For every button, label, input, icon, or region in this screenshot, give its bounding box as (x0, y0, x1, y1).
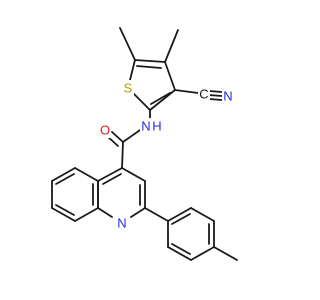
methyl-bond (119, 27, 136, 61)
bond (150, 92, 171, 105)
nitrile-triple-3 (208, 98, 223, 101)
bond (74, 207, 99, 222)
bond (97, 167, 123, 182)
aryl-link (144, 207, 169, 222)
bond (171, 243, 191, 255)
atom-amide-nitrogen-label: N (141, 119, 150, 134)
bond (102, 173, 122, 185)
bond (190, 246, 215, 261)
methyl-bond (164, 29, 179, 63)
bond (171, 213, 191, 225)
tolyl-ring (167, 207, 215, 261)
bond (51, 167, 76, 182)
nitrile-triple-2 (208, 94, 223, 97)
bond (130, 207, 146, 218)
atom-amide-hydrogen-label: H (152, 119, 161, 134)
atom-sulfur-label: S (124, 81, 133, 96)
bond (51, 207, 76, 222)
nitrile-bond (174, 89, 199, 94)
quinoline-benzene-ring (51, 167, 99, 222)
bond (149, 89, 176, 111)
bond (97, 207, 113, 218)
nitrile-triple-1 (208, 90, 223, 93)
bond (167, 207, 192, 222)
molecule-structure-diagram: S C N O N H N (51, 27, 238, 261)
bond (167, 246, 192, 261)
carbonyl-carbon-ring (121, 141, 124, 169)
carbonyl-double-1 (111, 131, 124, 143)
quinoline-pyridine-ring (97, 167, 146, 218)
atom-oxygen-label: O (100, 123, 110, 138)
thiophene-ring (127, 59, 176, 111)
bond (134, 59, 166, 63)
methyl-bond (213, 246, 238, 261)
bond (121, 167, 146, 182)
atom-nitrile-carbon-label: C (199, 87, 208, 102)
bond (55, 173, 75, 185)
bond (55, 204, 75, 216)
bond (74, 167, 99, 182)
bond (164, 61, 176, 91)
bond (190, 207, 215, 222)
bond (136, 65, 162, 69)
atom-quinoline-nitrogen-label: N (117, 216, 126, 231)
atom-nitrile-nitrogen-label: N (223, 89, 232, 104)
amide-bond (122, 127, 144, 143)
